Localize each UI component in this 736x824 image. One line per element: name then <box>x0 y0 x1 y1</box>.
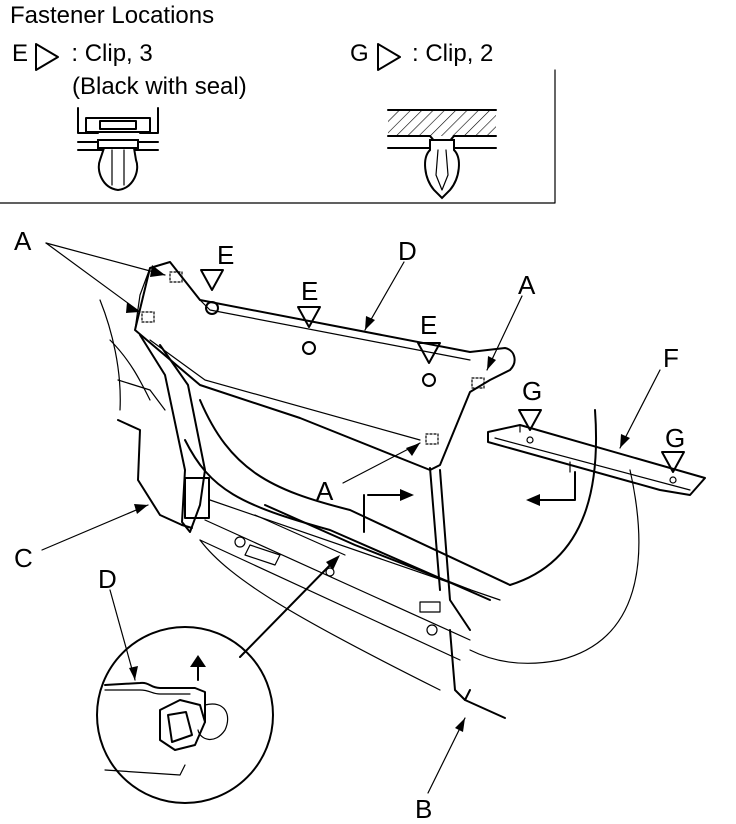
clip-g-detail-icon <box>387 109 497 200</box>
fastener-a-marks <box>141 271 485 445</box>
clip-e-marker <box>297 306 321 355</box>
callout-d: D <box>98 564 117 594</box>
callout-a: A <box>316 476 334 506</box>
step-trim-f <box>487 424 706 496</box>
legend-g-text: : Clip, 2 <box>412 40 494 67</box>
legend-e-text: : Clip, 3 <box>71 40 153 67</box>
legend-e-note: (Black with seal) <box>72 73 247 100</box>
callout-a: A <box>518 270 536 300</box>
callout-e: E <box>420 310 438 340</box>
callout-d: D <box>398 236 417 266</box>
pillar-trim-c <box>99 299 210 533</box>
callout-f: F <box>663 343 679 373</box>
callout-a: A <box>14 226 32 256</box>
diagram-title: Fastener Locations <box>10 2 215 29</box>
clip-e-marker <box>417 342 441 387</box>
legend-triangle-g-icon <box>377 43 401 71</box>
callout-e: E <box>301 276 319 306</box>
legend-clip-g: G : Clip, 2 <box>350 42 493 66</box>
callout-g: G <box>665 423 686 453</box>
door-opening <box>363 409 640 664</box>
clip-e-marker <box>200 269 224 315</box>
floor-sill <box>184 399 511 719</box>
clip-g-marker <box>518 409 542 444</box>
callout-b: B <box>415 794 433 824</box>
legend-clip-e: E : Clip, 3 <box>12 42 153 66</box>
callout-g: G <box>522 376 543 406</box>
zoom-detail <box>96 555 340 804</box>
legend-e-letter: E <box>12 40 29 67</box>
leader-lines <box>41 242 661 794</box>
trim-panel-d <box>134 261 516 471</box>
callout-e: E <box>217 240 235 270</box>
clip-g-marker <box>661 451 685 484</box>
callout-c: C <box>14 543 33 573</box>
legend-g-letter: G <box>350 40 369 67</box>
legend-frame <box>0 69 556 204</box>
legend-triangle-e-icon <box>35 43 59 71</box>
clip-e-detail-icon <box>77 107 159 192</box>
